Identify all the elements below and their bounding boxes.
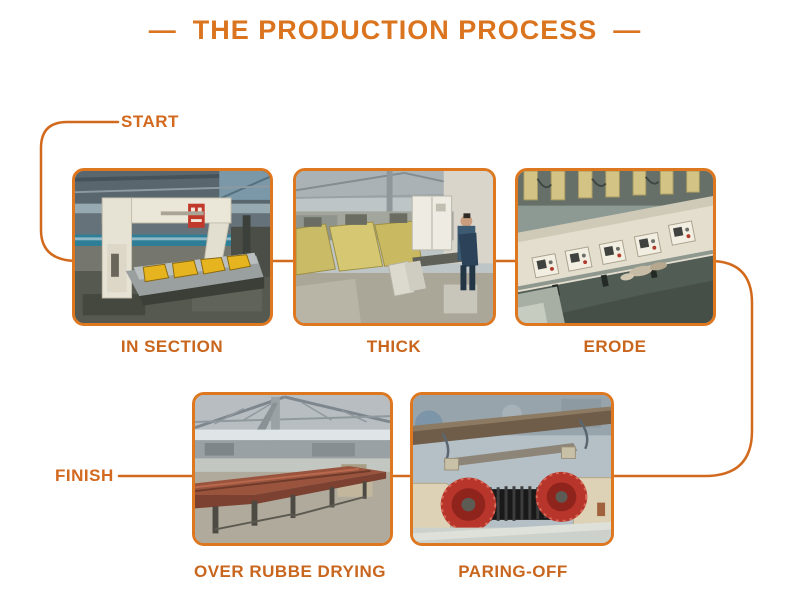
eroding-line-illustration <box>518 171 713 323</box>
step-label-paring-off: PARING-OFF <box>458 562 568 581</box>
photo-in-section <box>72 168 273 326</box>
drying-conveyor-illustration <box>195 395 390 543</box>
finish-label: FINISH <box>55 466 114 485</box>
thicknessing-line-illustration <box>296 171 493 323</box>
step-label-over-rubbe-drying: OVER RUBBE DRYING <box>193 562 387 581</box>
page-title: — THE PRODUCTION PROCESS — <box>0 15 790 46</box>
photo-over-rubbe-drying <box>192 392 393 546</box>
photo-thick <box>293 168 496 326</box>
step-label-erode: ERODE <box>583 337 647 356</box>
title-dash-left: — <box>148 15 177 45</box>
gantry-press-illustration <box>75 171 270 323</box>
title-dash-right: — <box>613 15 642 45</box>
start-label: START <box>121 112 179 131</box>
photo-erode <box>515 168 716 326</box>
paring-machine-illustration <box>413 395 611 543</box>
step-label-in-section: IN SECTION <box>120 337 224 356</box>
step-label-thick: THICK <box>366 337 422 356</box>
photo-paring-off <box>410 392 614 546</box>
title-text: THE PRODUCTION PROCESS <box>192 15 598 45</box>
